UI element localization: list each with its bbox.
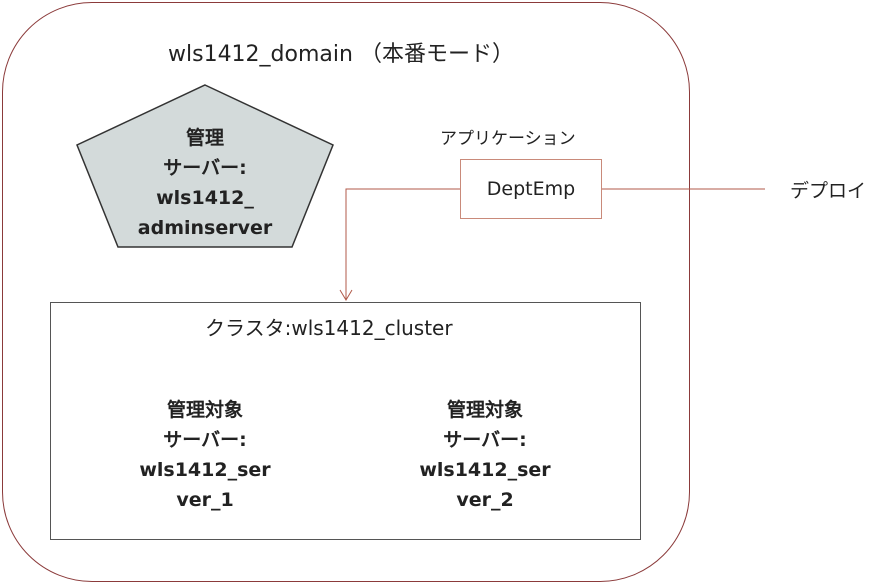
deploy-label: デプロイ bbox=[790, 180, 867, 202]
managed-server-1-label: 管理対象 サーバー: wls1412_ser ver_1 bbox=[139, 399, 271, 511]
cluster-title: クラスタ:wls1412_cluster bbox=[205, 316, 453, 340]
admin-server-label: 管理 サーバー: wls1412_ adminserver bbox=[137, 127, 273, 239]
managed-server-2-label: 管理対象 サーバー: wls1412_ser ver_2 bbox=[419, 399, 551, 511]
application-label: アプリケーション bbox=[440, 129, 576, 149]
application-box: DeptEmp bbox=[460, 159, 602, 219]
cluster-container bbox=[50, 302, 641, 540]
domain-title: wls1412_domain （本番モード） bbox=[168, 42, 514, 67]
admin-server-shape bbox=[76, 84, 334, 248]
application-name: DeptEmp bbox=[486, 178, 576, 200]
deploy-arrow bbox=[345, 188, 460, 299]
deploy-arrow-head bbox=[339, 289, 353, 301]
